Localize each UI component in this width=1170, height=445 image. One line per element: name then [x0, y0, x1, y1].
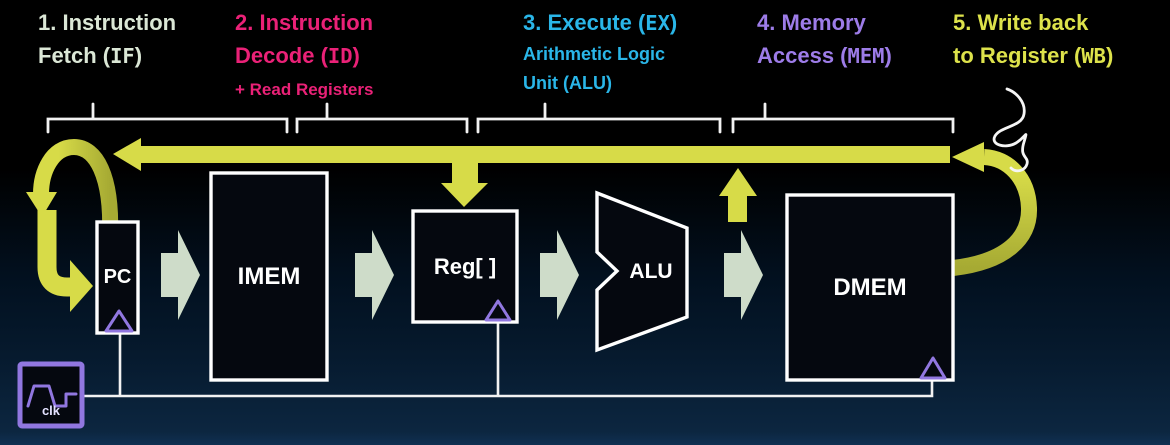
writeback-bus: [138, 146, 950, 163]
stage-mem-line2: Access (MEM): [757, 43, 892, 68]
stage-ex-line1: 3. Execute (EX): [523, 10, 678, 35]
writeback-bus-arrowhead: [113, 138, 141, 171]
reg-write-arrowhead: [441, 183, 488, 207]
stage-id-abbrev: ID: [327, 44, 353, 68]
imem-label: IMEM: [237, 262, 301, 290]
pc-entry-arrow-shaft: [37, 210, 72, 297]
stage-ex-note1: Arithmetic Logic: [523, 44, 666, 64]
loop-down-arrowhead: [26, 192, 57, 217]
stage-label-mem: 4. Memory Access (MEM): [757, 6, 892, 73]
alu-result-arrowhead: [719, 168, 757, 196]
brace-ex-stage: [476, 102, 722, 134]
stage-id-line2: Decode (ID): [235, 43, 360, 68]
arrow-pc-to-imem: [161, 230, 200, 320]
imem-box: [209, 171, 329, 382]
arrow-reg-to-alu: [540, 230, 579, 320]
stage-wb-line2: to Register (WB): [953, 43, 1114, 68]
dmem-box: [785, 193, 955, 382]
stage-if-line1: 1. Instruction: [38, 10, 177, 35]
stage-label-ex: 3. Execute (EX) Arithmetic Logic Unit (A…: [523, 6, 677, 98]
dmem-label: DMEM: [833, 273, 907, 301]
stage-label-wb: 5. Write back to Register (WB): [953, 6, 1113, 73]
pc-entry-arrowhead: [70, 260, 93, 312]
writeback-curve-from-dmem: [951, 149, 1037, 276]
arrow-imem-to-reg: [355, 230, 394, 320]
clock-waveform-icon: [26, 384, 78, 408]
squiggle-doodle: [992, 87, 1029, 173]
stage-id-line1: 2. Instruction: [235, 10, 374, 35]
writeback-loop-arc: [33, 138, 119, 235]
alu-result-arrow-shaft: [728, 193, 747, 222]
pc-clock-triangle: [104, 309, 134, 333]
pc-label: PC: [103, 266, 132, 288]
clk-label: clk: [41, 402, 61, 418]
stage-mem-abbrev: MEM: [847, 44, 885, 68]
brace-mem-stage: [731, 102, 955, 134]
dmem-clock-triangle: [919, 356, 947, 380]
reg-label: Reg[ ]: [433, 253, 497, 279]
reg-clock-triangle: [484, 299, 512, 322]
clock-wire: [83, 322, 934, 398]
stage-ex-abbrev: EX: [645, 11, 670, 35]
stage-if-abbrev: IF: [110, 44, 135, 68]
stage-if-line2: Fetch (IF): [38, 43, 143, 68]
arrow-alu-to-dmem: [724, 230, 763, 320]
alu-shape: [595, 190, 689, 353]
stage-wb-line1: 5. Write back: [953, 10, 1089, 35]
brace-id-stage: [295, 102, 469, 134]
reg-write-arrow-shaft: [452, 150, 478, 184]
stage-label-id: 2. Instruction Decode (ID) + Read Regist…: [235, 6, 373, 101]
brace-if-stage: [46, 102, 289, 134]
stage-label-if: 1. Instruction Fetch (IF): [38, 6, 176, 73]
writeback-curve-arrowhead: [952, 142, 984, 172]
alu-label: ALU: [629, 260, 673, 283]
stage-mem-line1: 4. Memory: [757, 10, 866, 35]
stage-id-note: + Read Registers: [235, 80, 374, 99]
stage-wb-abbrev: WB: [1081, 44, 1106, 68]
stage-ex-note2: Unit (ALU): [523, 73, 612, 93]
